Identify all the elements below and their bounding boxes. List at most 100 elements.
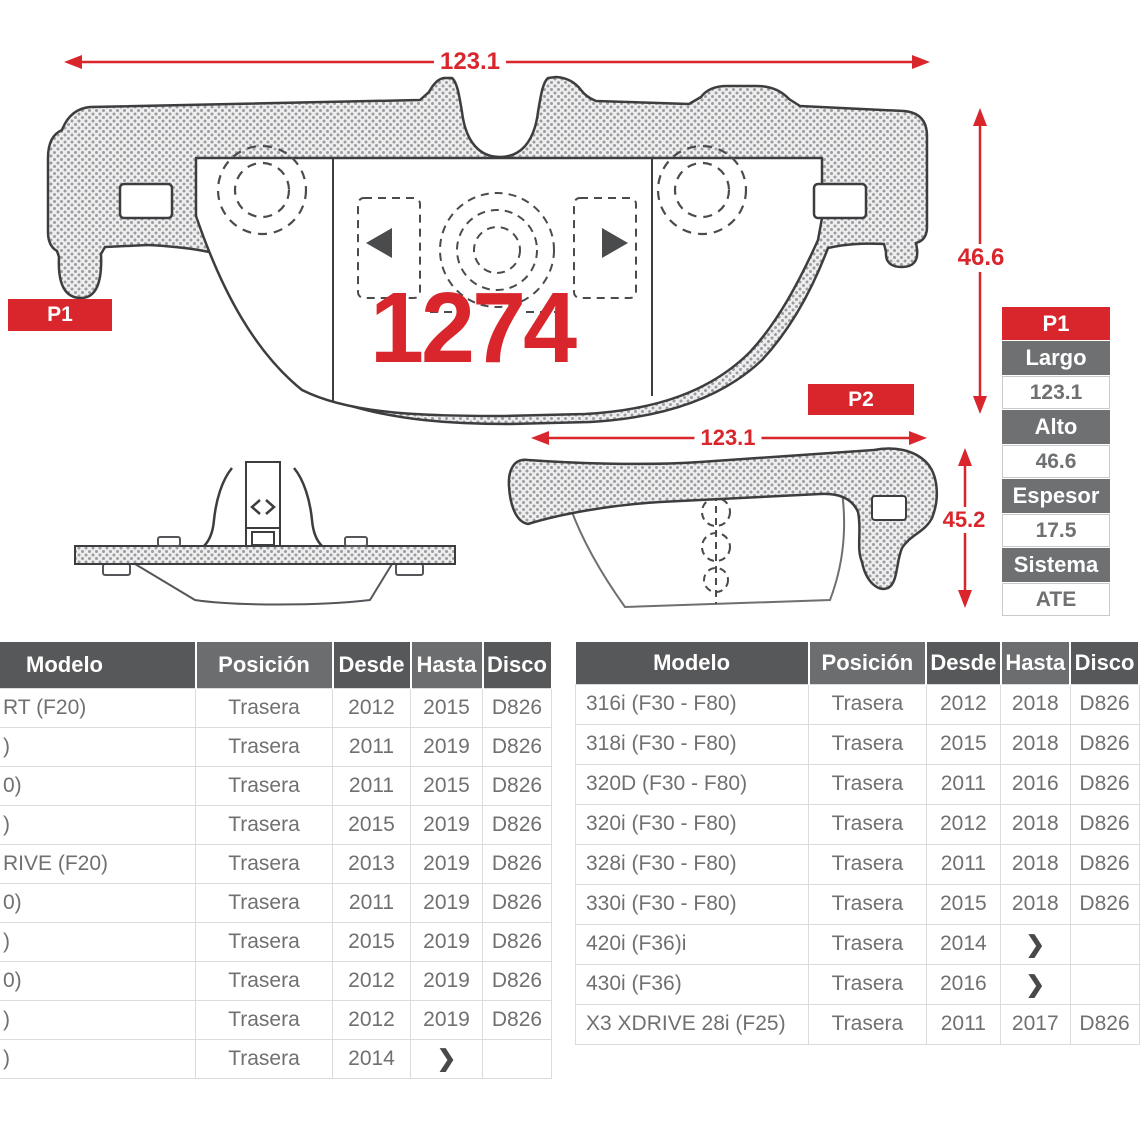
table-cell: 2018 bbox=[1000, 843, 1071, 885]
table-cell: 2011 bbox=[925, 1003, 1002, 1045]
col-header-hasta: Hasta bbox=[1000, 642, 1072, 684]
spec-value-largo: 123.1 bbox=[1002, 376, 1110, 409]
table-cell: 2012 bbox=[332, 687, 411, 728]
table-cell: ❯ bbox=[1000, 963, 1071, 1005]
table-cell: Trasera bbox=[195, 882, 333, 923]
table-cell: 2018 bbox=[1000, 803, 1071, 845]
table-cell: 2017 bbox=[1000, 1003, 1071, 1045]
table-cell: 2011 bbox=[925, 763, 1002, 805]
table-cell: Trasera bbox=[808, 923, 927, 965]
table-cell: D826 bbox=[482, 882, 552, 923]
table-cell: 2012 bbox=[925, 803, 1002, 845]
spec-value-sistema: ATE bbox=[1002, 583, 1110, 616]
table-cell: 2015 bbox=[410, 687, 483, 728]
spec-panel: P1 Largo 123.1 Alto 46.6 Espesor 17.5 Si… bbox=[1002, 307, 1110, 616]
table-cell: ) bbox=[0, 804, 196, 845]
table-cell: 320D (F30 - F80) bbox=[574, 763, 810, 805]
table-cell: 2012 bbox=[332, 960, 411, 1001]
col-header-desde: Desde bbox=[332, 642, 412, 688]
table-cell: 2016 bbox=[1000, 763, 1071, 805]
table-cell: Trasera bbox=[195, 921, 333, 962]
table-cell: 2011 bbox=[925, 843, 1002, 885]
table-cell: Trasera bbox=[195, 1038, 333, 1079]
table-cell: 318i (F30 - F80) bbox=[574, 723, 810, 765]
table-cell: 2012 bbox=[925, 683, 1002, 725]
table-cell: 2018 bbox=[1000, 683, 1071, 725]
table-cell: D826 bbox=[482, 999, 552, 1040]
col-header-disco: Disco bbox=[1070, 642, 1140, 684]
table-cell: D826 bbox=[1069, 843, 1140, 885]
table-cell: Trasera bbox=[808, 723, 927, 765]
table-cell: ) bbox=[0, 726, 196, 767]
table-cell: D826 bbox=[482, 687, 552, 728]
table-cell: ) bbox=[0, 921, 196, 962]
table-cell: Trasera bbox=[808, 883, 927, 925]
table-cell: Trasera bbox=[808, 683, 927, 725]
table-cell: 2012 bbox=[332, 999, 411, 1040]
table-cell: ) bbox=[0, 999, 196, 1040]
table-cell: Trasera bbox=[195, 726, 333, 767]
table-cell: 2015 bbox=[925, 723, 1002, 765]
table-cell: RT (F20) bbox=[0, 687, 196, 728]
dim-label-p1-length: 123.1 bbox=[433, 48, 507, 76]
table-cell: D826 bbox=[1069, 723, 1140, 765]
dim-label-p2-length: 123.1 bbox=[694, 425, 762, 451]
dim-label-p2-height: 45.2 bbox=[936, 507, 992, 533]
table-cell: Trasera bbox=[195, 765, 333, 806]
table-cell: 2019 bbox=[410, 726, 483, 767]
table-cell: Trasera bbox=[195, 843, 333, 884]
table-cell: D826 bbox=[1069, 683, 1140, 725]
table-cell: D826 bbox=[482, 960, 552, 1001]
view-tag-p2: P2 bbox=[808, 384, 914, 415]
view-tag-p1: P1 bbox=[8, 299, 112, 331]
table-cell: Trasera bbox=[808, 803, 927, 845]
spec-label-espesor: Espesor bbox=[1002, 479, 1110, 513]
table-cell: ❯ bbox=[1000, 923, 1071, 965]
table-cell: Trasera bbox=[195, 960, 333, 1001]
table-cell: 328i (F30 - F80) bbox=[574, 843, 810, 885]
table-cell: ) bbox=[0, 1038, 196, 1079]
table-cell: 2011 bbox=[332, 726, 411, 767]
brake-pad-profile-view bbox=[507, 447, 939, 609]
table-cell: Trasera bbox=[195, 687, 333, 728]
table-cell: 430i (F36) bbox=[574, 963, 810, 1005]
spec-label-alto: Alto bbox=[1002, 410, 1110, 444]
part-number: 1274 bbox=[370, 272, 577, 384]
table-cell: D826 bbox=[1069, 1003, 1140, 1045]
brake-pad-back-view bbox=[46, 75, 929, 426]
table-cell: 2015 bbox=[332, 921, 411, 962]
table-cell: 2019 bbox=[410, 999, 483, 1040]
table-cell: Trasera bbox=[808, 963, 927, 1005]
table-cell: 2013 bbox=[332, 843, 411, 884]
table-cell: 2019 bbox=[410, 804, 483, 845]
table-cell: 2018 bbox=[1000, 883, 1071, 925]
table-cell: 2011 bbox=[332, 882, 411, 923]
col-header-modelo: Modelo bbox=[0, 642, 197, 688]
table-cell: 2019 bbox=[410, 960, 483, 1001]
table-cell: 2019 bbox=[410, 843, 483, 884]
table-cell bbox=[482, 1038, 552, 1079]
table-cell: D826 bbox=[482, 921, 552, 962]
table-cell: 316i (F30 - F80) bbox=[574, 683, 810, 725]
table-cell: 2018 bbox=[1000, 723, 1071, 765]
spec-value-espesor: 17.5 bbox=[1002, 514, 1110, 547]
table-cell: 2015 bbox=[925, 883, 1002, 925]
table-cell: 2019 bbox=[410, 882, 483, 923]
table-cell: D826 bbox=[482, 726, 552, 767]
